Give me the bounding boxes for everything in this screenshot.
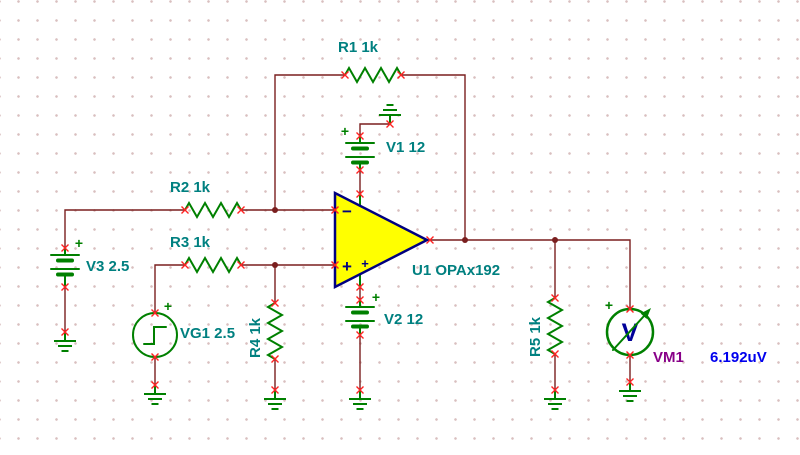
battery-v3[interactable]: + V3 2.5 [50,235,129,288]
ground-vg1[interactable] [143,384,167,405]
generator-vg1-plus-sign: + [164,298,172,314]
battery-v3-label[interactable]: V3 2.5 [86,258,129,275]
junction-dot [462,237,468,243]
generator-vg1[interactable]: + VG1 2.5 [132,298,235,358]
ground-r5[interactable] [543,389,567,410]
ground-r4[interactable] [263,389,287,410]
opamp-u1-label[interactable]: U1 OPAx192 [412,262,500,279]
battery-v2-label[interactable]: V2 12 [384,311,423,328]
battery-v1-plus-sign: + [341,123,349,139]
junction-dots [272,207,558,268]
resistor-r4[interactable]: R4 1k [247,302,285,360]
meter-needle-arrowhead [640,308,651,319]
resistor-r1[interactable]: R1 1k [338,39,402,85]
resistor-r2-label[interactable]: R2 1k [170,179,211,196]
step-waveform-icon [143,326,167,345]
opamp-u1[interactable]: − + + U1 OPAx192 [333,190,500,290]
wire-vg1-to-r3[interactable] [154,264,185,313]
resistor-r1-body[interactable] [344,65,402,85]
resistor-r1-label[interactable]: R1 1k [338,39,379,56]
ground-v1[interactable] [378,104,402,125]
resistor-r5-label[interactable]: R5 1k [527,316,544,357]
resistor-r3-label[interactable]: R3 1k [170,234,211,251]
battery-v3-plus-sign: + [75,235,83,251]
wire-output-bus[interactable] [427,239,631,309]
resistor-r3-body[interactable] [184,255,242,275]
generator-vg1-label[interactable]: VG1 2.5 [180,325,235,342]
wire-v3-to-r2[interactable] [64,209,185,248]
voltmeter-vm1-reading: 6.192uV [710,349,767,366]
resistor-r5-body[interactable] [545,297,565,355]
junction-dot [552,237,558,243]
resistor-r4-label[interactable]: R4 1k [247,317,264,358]
resistor-r2-body[interactable] [184,200,242,220]
opamp-u1-body[interactable] [333,190,430,290]
wire-r1-to-output[interactable] [401,74,466,240]
battery-v2-plus-sign: + [372,289,380,305]
opamp-inverting-input-sign: − [342,202,352,221]
ground-v3[interactable] [53,331,77,352]
resistor-r2[interactable]: R2 1k [170,179,242,220]
meter-needle-arrow [612,315,645,351]
junction-dot [272,207,278,213]
resistor-r4-body[interactable] [265,302,285,360]
resistor-r3[interactable]: R3 1k [170,234,242,275]
opamp-noninverting-input-sign: + [342,257,352,276]
opamp-supply-plus-sign: + [361,256,369,271]
battery-v1[interactable]: + V1 12 [341,123,425,171]
voltmeter-vm1-label[interactable]: VM1 [653,349,684,366]
resistor-r5[interactable]: R5 1k [527,297,565,357]
ground-v2[interactable] [348,389,372,410]
wires [64,74,631,390]
battery-v2[interactable]: + V2 12 [345,289,423,336]
voltmeter-plus-sign: + [605,297,613,313]
wire-v1-to-ground[interactable] [359,123,390,136]
junction-dot [272,262,278,268]
battery-v1-label[interactable]: V1 12 [386,139,425,156]
wire-feedback-up[interactable] [274,74,345,210]
ground-vm1[interactable] [618,381,642,402]
